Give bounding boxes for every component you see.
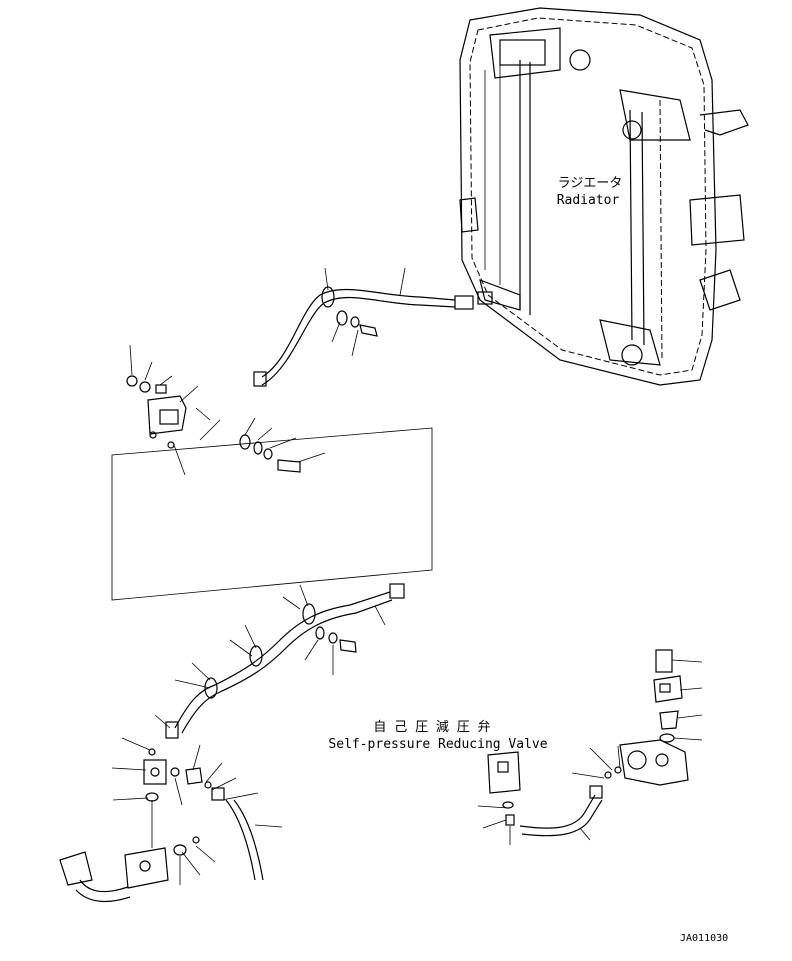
radiator-label-en: Radiator	[557, 193, 620, 208]
valve-label-jp: 自 己 圧 減 圧 弁	[373, 719, 490, 735]
drawing-code: JA011030	[680, 933, 728, 944]
radiator-assembly: ラジエータ Radiator	[459, 7, 749, 386]
lower-hose	[154, 583, 405, 739]
bracket-assembly	[126, 344, 326, 476]
reference-outline	[111, 427, 433, 601]
radiator-label-jp: ラジエータ	[558, 176, 623, 191]
valve-label-en: Self-pressure Reducing Valve	[328, 737, 547, 752]
valve-block-left	[59, 737, 283, 902]
upper-hose	[253, 267, 474, 387]
reducing-valve-assembly: 自 己 圧 減 圧 弁 Self-pressure Reducing Valve	[328, 649, 703, 845]
